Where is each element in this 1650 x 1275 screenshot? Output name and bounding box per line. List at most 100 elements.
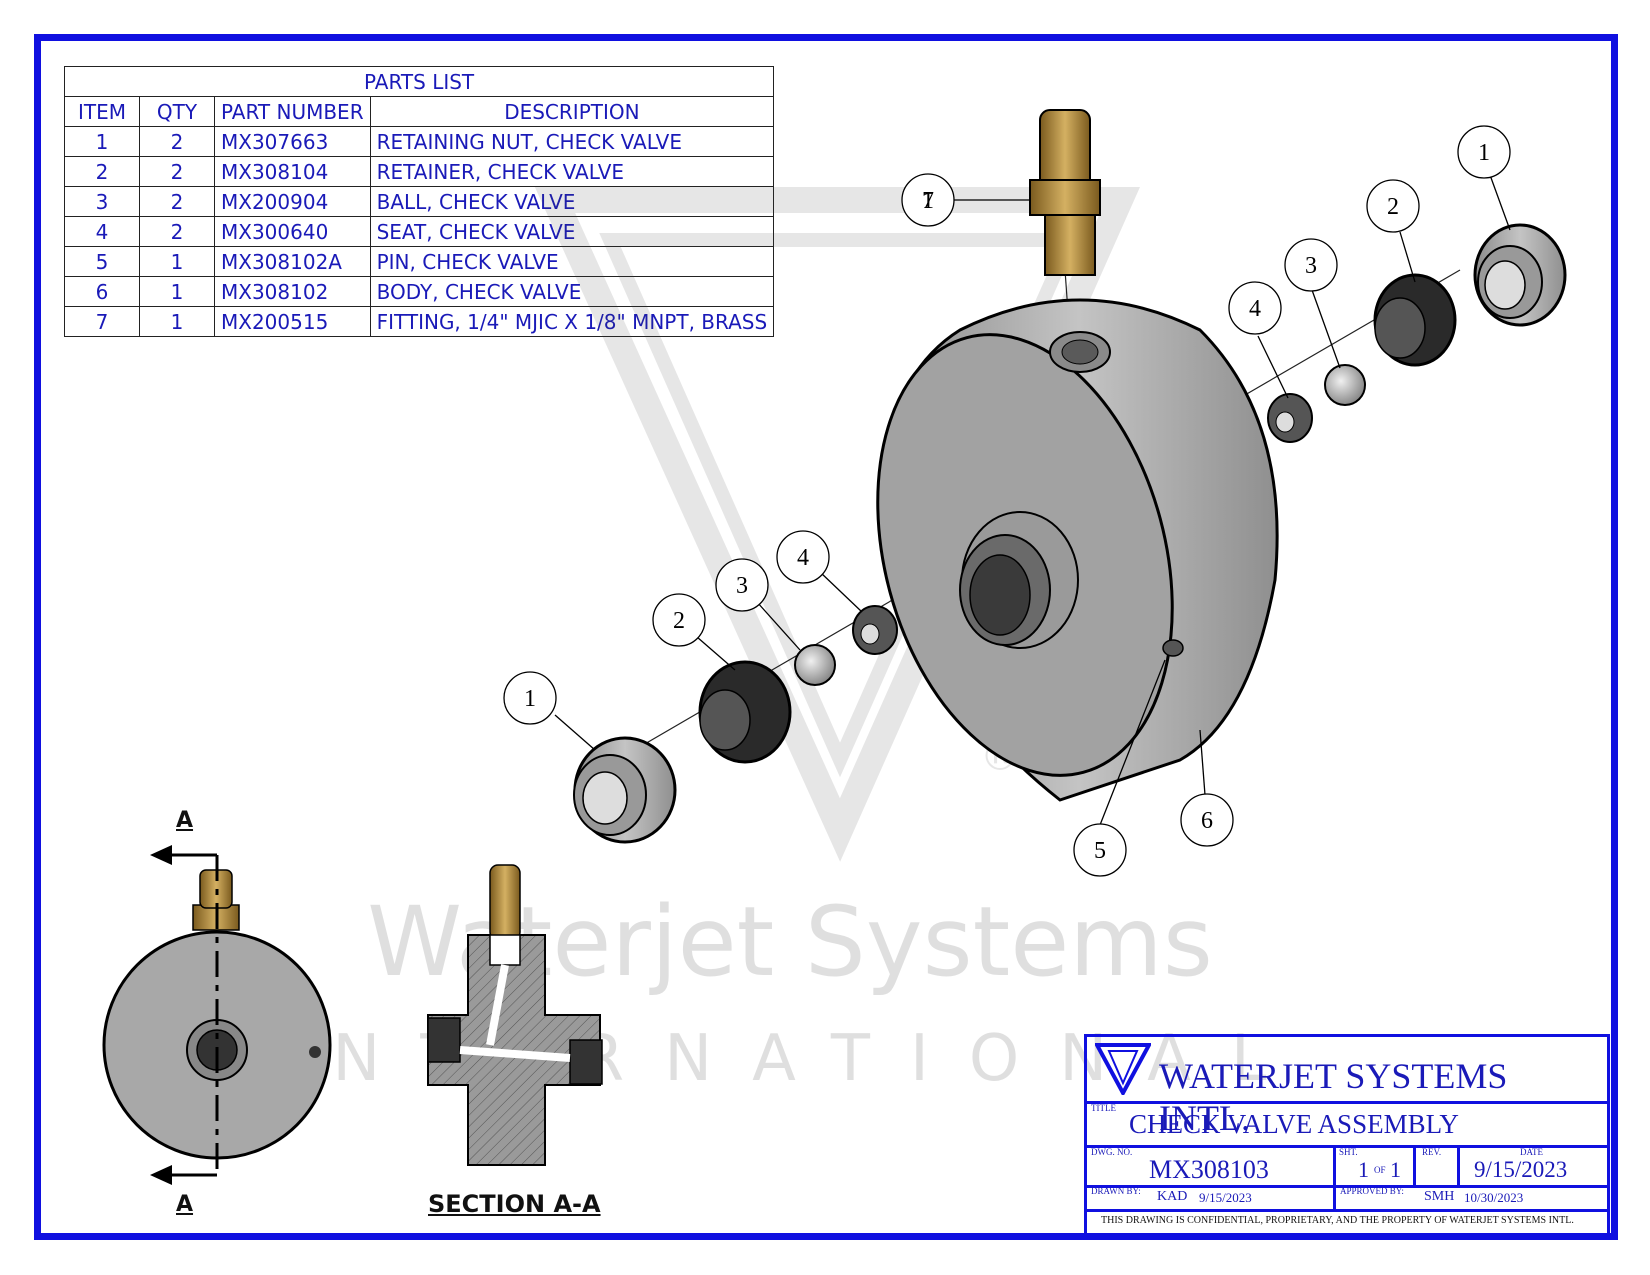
cell-description: BALL, CHECK VALVE bbox=[369, 186, 775, 217]
title-block-company-row: WATERJET SYSTEMS INTL. bbox=[1087, 1037, 1607, 1138]
title-block: WATERJET SYSTEMS INTL. TITLE CHECK VALVE… bbox=[1084, 1034, 1610, 1236]
ball-left bbox=[794, 644, 836, 686]
cell-description: PIN, CHECK VALVE bbox=[369, 246, 775, 277]
svg-text:1: 1 bbox=[922, 188, 934, 214]
drawn-date: 9/15/2023 bbox=[1199, 1190, 1252, 1205]
cell-part-number: MX308102A bbox=[214, 246, 371, 277]
seat-right bbox=[1267, 393, 1313, 443]
drawn-by-caption: DRAWN BY: bbox=[1091, 1186, 1141, 1196]
sheet-number: 1 bbox=[1358, 1157, 1369, 1182]
balloon-item-1-left: 1 bbox=[503, 671, 557, 725]
sheet-of: OF bbox=[1374, 1165, 1386, 1175]
brass-fitting bbox=[1029, 109, 1101, 276]
approved-by-caption: APPROVED BY: bbox=[1340, 1186, 1404, 1196]
balloon-item-2-right: 2 bbox=[1366, 179, 1420, 233]
cell-description: SEAT, CHECK VALVE bbox=[369, 216, 775, 247]
svg-text:4: 4 bbox=[1249, 296, 1261, 322]
balloon-item-2-left: 2 bbox=[652, 593, 706, 647]
confidentiality-notice: THIS DRAWING IS CONFIDENTIAL, PROPRIETAR… bbox=[1101, 1215, 1574, 1226]
balloon-item-5: 5 bbox=[1073, 823, 1127, 877]
company-name: WATERJET SYSTEMS INTL. bbox=[1159, 1056, 1508, 1138]
cell-description: BODY, CHECK VALVE bbox=[369, 276, 775, 307]
drawing-border bbox=[34, 34, 1618, 1240]
balloon-item-6: 6 bbox=[1180, 793, 1234, 847]
approved-cell: APPROVED BY: SMH 10/30/2023 bbox=[1333, 1185, 1607, 1209]
item-balloons: 1 1 2 3 4 4 3 2 1 5 6 bbox=[503, 125, 1511, 877]
cell-description: FITTING, 1/4" MJIC X 1/8" MNPT, BRASS bbox=[369, 306, 775, 337]
header-item: ITEM bbox=[64, 96, 140, 127]
cell-item: 7 bbox=[64, 306, 140, 337]
sheet-cell: SHT. 1 OF 1 bbox=[1333, 1145, 1416, 1185]
title-block-number-row: DWG. NO. MX308103 SHT. 1 OF 1 REV. DATE … bbox=[1087, 1145, 1607, 1188]
svg-text:3: 3 bbox=[736, 573, 748, 599]
approved-by: SMH bbox=[1424, 1189, 1455, 1204]
title-caption: TITLE bbox=[1091, 1103, 1116, 1113]
cell-part-number: MX300640 bbox=[214, 216, 371, 247]
svg-text:1: 1 bbox=[524, 686, 536, 712]
cell-item: 5 bbox=[64, 246, 140, 277]
cell-item: 6 bbox=[64, 276, 140, 307]
wsi-logo-icon bbox=[1095, 1043, 1151, 1095]
header-qty: QTY bbox=[139, 96, 215, 127]
drawing-title: CHECK VALVE ASSEMBLY bbox=[1129, 1109, 1459, 1139]
cell-part-number: MX308104 bbox=[214, 156, 371, 187]
section-a-a-view bbox=[427, 864, 603, 1166]
drawing-number: MX308103 bbox=[1149, 1155, 1269, 1184]
revision-caption: REV. bbox=[1422, 1147, 1442, 1157]
sheet-caption: SHT. bbox=[1339, 1147, 1358, 1157]
title-block-signoff-row: DRAWN BY: KAD 9/15/2023 APPROVED BY: SMH… bbox=[1087, 1185, 1607, 1212]
svg-text:2: 2 bbox=[673, 608, 685, 634]
title-block-title-row: TITLE CHECK VALVE ASSEMBLY bbox=[1087, 1101, 1607, 1148]
cell-item: 4 bbox=[64, 216, 140, 247]
revision-cell: REV. bbox=[1413, 1145, 1460, 1185]
cell-part-number: MX200904 bbox=[214, 186, 371, 217]
balloon-item-7: 1 bbox=[901, 173, 955, 227]
section-title: SECTION A-A bbox=[428, 1190, 601, 1218]
sheet-total: 1 bbox=[1390, 1157, 1401, 1182]
parts-list-header-row: ITEM QTY PART NUMBER DESCRIPTION bbox=[64, 96, 775, 127]
balloon-item-4-left: 4 bbox=[776, 530, 830, 584]
cell-description: RETAINING NUT, CHECK VALVE bbox=[369, 126, 775, 157]
cell-description: RETAINER, CHECK VALVE bbox=[369, 156, 775, 187]
balloon-item-3-right: 3 bbox=[1284, 238, 1338, 292]
svg-text:3: 3 bbox=[1305, 253, 1317, 279]
balloon-leaders bbox=[554, 174, 1511, 826]
svg-text:1: 1 bbox=[1478, 140, 1490, 166]
retainer-left bbox=[698, 660, 792, 764]
approved-date: 10/30/2023 bbox=[1464, 1190, 1524, 1205]
ball-right bbox=[1324, 364, 1366, 406]
cell-qty: 1 bbox=[139, 276, 215, 307]
svg-text:5: 5 bbox=[1094, 838, 1106, 864]
header-description: DESCRIPTION bbox=[369, 96, 775, 127]
balloon-item-4-right: 4 bbox=[1228, 281, 1282, 335]
cell-part-number: MX200515 bbox=[214, 306, 371, 337]
drawing-date: 9/15/2023 bbox=[1474, 1157, 1568, 1182]
front-view bbox=[102, 845, 332, 1185]
section-cut-label-top: A bbox=[176, 808, 194, 833]
date-caption: DATE bbox=[1520, 1147, 1543, 1157]
balloon-item-1-right: 1 bbox=[1457, 125, 1511, 179]
dwg-no-caption: DWG. NO. bbox=[1091, 1147, 1133, 1157]
header-part-number: PART NUMBER bbox=[214, 96, 371, 127]
retainer-right bbox=[1373, 273, 1457, 367]
svg-text:6: 6 bbox=[1201, 808, 1213, 834]
drawn-by: KAD bbox=[1157, 1189, 1188, 1204]
date-cell: DATE 9/15/2023 bbox=[1457, 1145, 1607, 1185]
cell-qty: 2 bbox=[139, 156, 215, 187]
balloon-item-3-left: 3 bbox=[715, 558, 769, 612]
section-cut-label-bottom: A bbox=[176, 1192, 194, 1217]
cell-qty: 1 bbox=[139, 306, 215, 337]
cell-qty: 2 bbox=[139, 216, 215, 247]
svg-text:4: 4 bbox=[797, 545, 809, 571]
retaining-nut-left bbox=[573, 736, 677, 844]
seat-left bbox=[852, 605, 898, 655]
retaining-nut-right bbox=[1473, 223, 1567, 327]
parts-list-table: PARTS LIST ITEM QTY PART NUMBER DESCRIPT… bbox=[63, 66, 775, 337]
svg-text:2: 2 bbox=[1387, 194, 1399, 220]
